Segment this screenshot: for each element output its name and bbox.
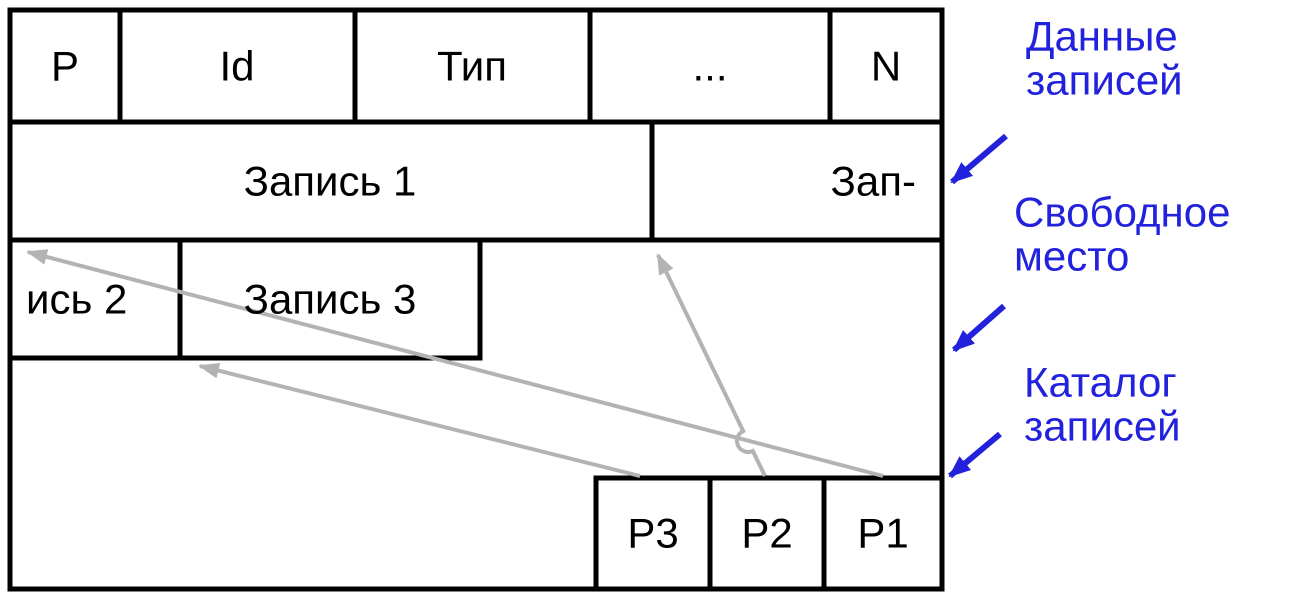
header-cell-n-box [827,7,945,125]
catalog-slot-p2-box [707,475,827,592]
record2-start-box [649,119,945,243]
catalog-slot-p3-label: P3 [627,510,678,557]
record3-box [177,237,483,361]
annotation-arrow-catalog [948,431,1002,479]
header-cell-id-label: Id [219,43,254,90]
slot-p3-pointer-arrow [198,362,641,478]
header-cell-p-label: P [51,43,79,90]
annotation-free-space-line2: место [1014,233,1129,280]
annotation-arrow-record-data [950,133,1008,185]
annotation-record-data-line2: записей [1026,57,1183,104]
header-cell-type-label: Тип [437,43,507,90]
annotation-catalog-line2: записей [1024,403,1181,450]
record2-start-label: Зап- [831,158,916,205]
header-cell-n-label: N [871,43,901,90]
annotation-free-space-line1: Свободное [1014,189,1230,236]
header-cell-dots-label: ... [692,43,727,90]
annotation-arrow-free-space [952,303,1006,353]
record1-label: Запись 1 [244,158,417,205]
annotation-record-data-line1: Данные [1026,13,1178,60]
slot-p1-pointer-arrow [26,249,884,478]
catalog-slot-p2-label: P2 [741,510,792,557]
catalog-slot-p1-label: P1 [857,510,908,557]
annotation-catalog-line1: Каталог [1024,359,1177,406]
slot-p2-pointer-arrow [656,253,767,477]
record2-end-label: ись 2 [26,276,127,323]
record3-label: Запись 3 [244,276,417,323]
catalog-slot-p1-box [821,475,945,592]
